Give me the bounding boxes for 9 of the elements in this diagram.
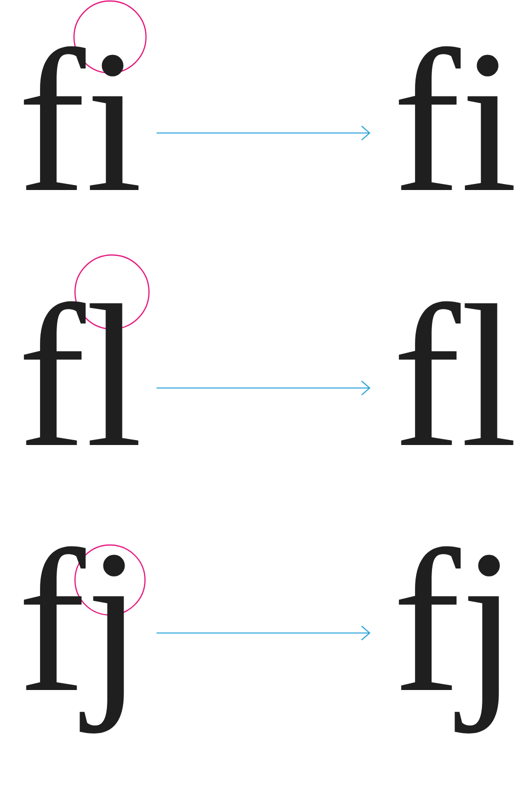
arrow xyxy=(156,380,370,396)
ligature-glyph: fj xyxy=(398,546,500,734)
letter-pair: fi xyxy=(24,46,138,190)
ligature-glyph: fi xyxy=(398,46,514,190)
arrow xyxy=(156,126,370,140)
letter-pair: fj xyxy=(24,546,125,734)
arrow xyxy=(156,626,370,640)
letter-pair: fl xyxy=(24,301,138,445)
ligature-glyph: fl xyxy=(398,301,514,445)
